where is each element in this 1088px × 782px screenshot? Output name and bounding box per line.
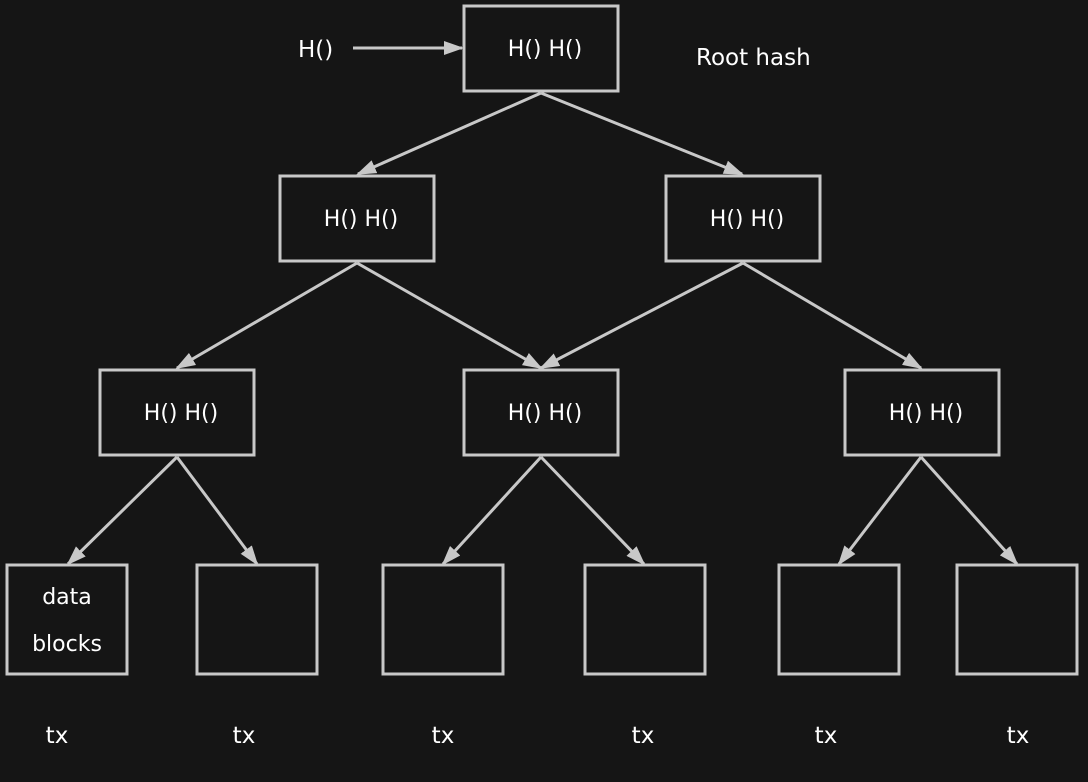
root-node-label: H() H() bbox=[508, 37, 582, 62]
root-node: H() H() bbox=[462, 4, 620, 93]
level2-node-middle-label: H() H() bbox=[508, 401, 582, 426]
tx-label-5: tx bbox=[815, 723, 838, 749]
leaf-node-1-line1: data bbox=[42, 585, 92, 610]
leaf-node-2 bbox=[195, 563, 319, 676]
edge-l1b-l2b bbox=[539, 261, 744, 370]
leaf-node-1-line2: blocks bbox=[32, 632, 102, 657]
level2-node-left-label: H() H() bbox=[144, 401, 218, 426]
edge-l2c-leaf5 bbox=[837, 456, 923, 566]
edge-l1a-l2b bbox=[356, 261, 543, 370]
edge-l2a-leaf1 bbox=[66, 455, 179, 566]
edge-root-right bbox=[540, 91, 744, 176]
tx-label-3: tx bbox=[432, 723, 455, 749]
edge-l2a-leaf2 bbox=[175, 456, 259, 566]
edge-l1b-l2c bbox=[742, 261, 923, 370]
level2-node-middle: H() H() bbox=[462, 368, 620, 457]
edge-l2c-leaf6 bbox=[919, 455, 1019, 566]
edge-root-left bbox=[356, 91, 542, 176]
leaf-node-1: data blocks bbox=[5, 563, 129, 676]
tx-label-6: tx bbox=[1007, 723, 1030, 749]
edge-l1a-l2a bbox=[175, 261, 358, 370]
edge-l2b-leaf4 bbox=[539, 455, 646, 566]
leaf-node-5 bbox=[777, 563, 901, 676]
leaf-node-4 bbox=[583, 563, 707, 676]
level2-node-left: H() H() bbox=[98, 368, 256, 457]
tx-label-1: tx bbox=[46, 723, 69, 749]
level1-node-right-label: H() H() bbox=[710, 207, 784, 232]
leaf-node-3 bbox=[381, 563, 505, 676]
input-hash-label: H() bbox=[298, 37, 333, 63]
tx-labels: tx tx tx tx tx tx bbox=[46, 723, 1030, 749]
level2-node-right-label: H() H() bbox=[889, 401, 963, 426]
leaf-node-6 bbox=[955, 563, 1079, 676]
level1-node-left-label: H() H() bbox=[324, 207, 398, 232]
root-hash-caption: Root hash bbox=[696, 45, 811, 71]
tx-label-4: tx bbox=[632, 723, 655, 749]
edge-l2b-leaf3 bbox=[441, 455, 543, 566]
edges bbox=[66, 41, 1019, 566]
tx-label-2: tx bbox=[233, 723, 256, 749]
level1-node-left: H() H() bbox=[278, 174, 436, 263]
level1-node-right: H() H() bbox=[664, 174, 822, 263]
level2-node-right: H() H() bbox=[843, 368, 1001, 457]
